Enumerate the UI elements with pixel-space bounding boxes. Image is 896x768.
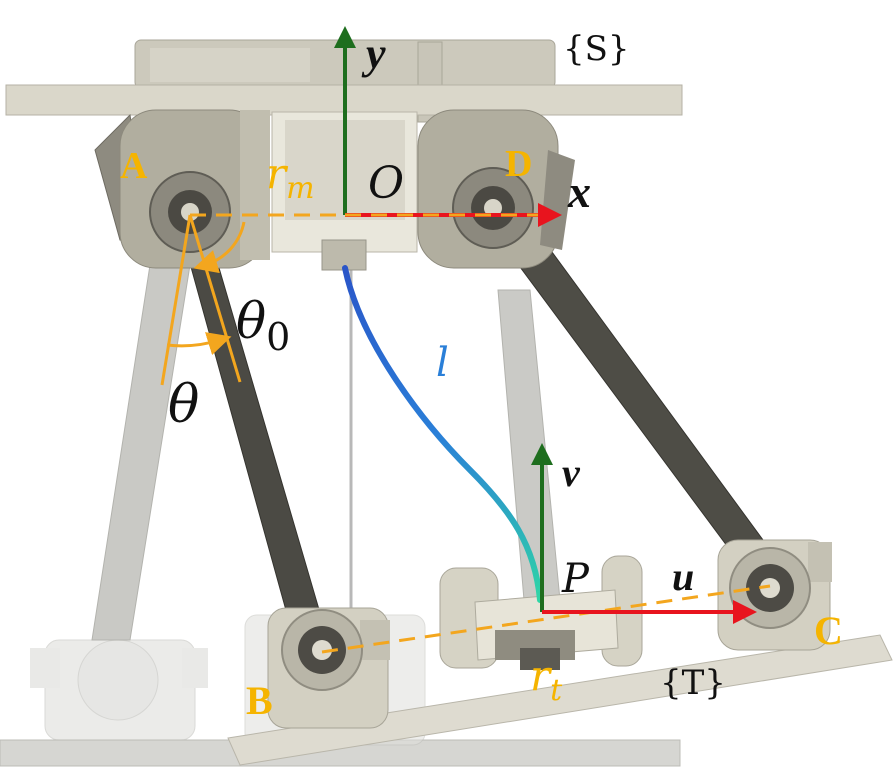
origin-label: O (368, 158, 404, 209)
theta0-arc (193, 221, 246, 274)
theta-ray-vertical (160, 214, 192, 386)
theta-zero-label: θ0 (236, 292, 290, 359)
y-axis-label: y (361, 29, 386, 78)
joint-a-label: A (120, 145, 148, 187)
motor-radius-label: rm (266, 149, 315, 206)
flexure-curve (342, 265, 543, 603)
theta-ray-link (188, 214, 242, 383)
rt-dashed-line (321, 584, 771, 654)
u-axis-label: u (672, 554, 694, 599)
v-axis-label: v (562, 450, 581, 495)
tool-radius-label: rt (530, 651, 563, 708)
tool-block (439, 555, 643, 670)
x-axis-label: x (567, 166, 591, 217)
u-axis-arrowhead (733, 600, 757, 624)
platform-point-label: P (561, 556, 590, 602)
ghost-left-pivot (30, 639, 208, 741)
joint-b-label: B (246, 678, 273, 723)
frame-s-axes (334, 26, 562, 227)
theta-construction (160, 214, 246, 386)
theta-arc (166, 332, 232, 356)
frame-t-axes (531, 443, 757, 624)
v-axis-arrowhead (531, 443, 553, 465)
joint-d-label: D (505, 143, 532, 185)
joint-b-pivot (267, 607, 390, 729)
joint-d-pivot (452, 167, 534, 249)
frame-t-label: {T} (660, 663, 726, 703)
joint-a-pivot (149, 171, 231, 253)
flexure-length-label: l (436, 340, 449, 386)
x-axis-arrowhead (538, 203, 562, 227)
theta-label: θ (168, 375, 199, 435)
joint-c-label: C (814, 608, 843, 653)
y-axis-arrowhead (334, 26, 356, 48)
tool-platform-plate (227, 634, 893, 766)
labels: {S} {T} y x v u O P A D B C rm rt θ0 θ l (120, 29, 843, 723)
frame-s-label: {S} (563, 29, 630, 69)
